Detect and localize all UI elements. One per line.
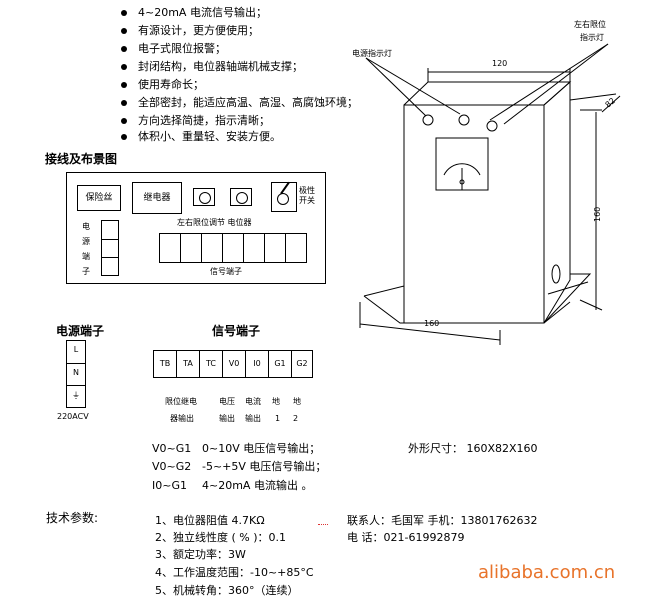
ground-icon: ⏚	[72, 391, 80, 400]
bullet	[121, 46, 127, 52]
power-terminal-label: 电 源 端 子	[82, 222, 90, 276]
bullet	[121, 100, 127, 106]
feature-item: 体积小、重量轻、安装方便。	[138, 130, 281, 143]
signal-pins: V0~G2	[152, 460, 192, 473]
dim-height: 160	[593, 207, 602, 222]
terminal-caption: 电流	[245, 397, 261, 406]
signal-pins: I0~G1	[152, 479, 187, 492]
relay-box: 继电器	[132, 182, 182, 214]
watermark: alibaba.com.cn	[478, 562, 616, 583]
selector-switch	[271, 181, 297, 212]
pot-label: 左右限位调节 电位器	[177, 218, 252, 227]
dim-depth: 82	[604, 96, 618, 109]
signal-terminal-block: TB TA TC V0 I0 G1 G2	[153, 350, 313, 378]
panel-power-terminal	[101, 220, 119, 276]
terminal-caption: 1	[275, 414, 281, 423]
selector-label: 极性 开关	[299, 186, 315, 205]
feature-item: 方向选择简捷，指示清晰；	[138, 114, 270, 127]
power-terminal-block: L N ⏚	[66, 340, 86, 408]
power-terminal-title: 电源端子	[56, 324, 105, 338]
limit-light-label-1: 左右限位	[574, 19, 606, 29]
terminal-cell: TA	[183, 359, 193, 368]
pot-right	[230, 188, 252, 206]
terminal-cell: L	[73, 345, 79, 354]
feature-item: 4~20mA 电流信号输出；	[138, 6, 267, 19]
terminal-cell: I0	[253, 359, 261, 368]
terminal-caption: 器输出	[170, 414, 194, 423]
size-label: 外形尺寸： 160X82X160	[408, 442, 538, 455]
fuse-box: 保险丝	[77, 185, 121, 211]
contact-phone: 电 话：021-61992879	[347, 531, 465, 544]
dim-base: 160	[424, 319, 439, 328]
feature-item: 封闭结构，电位器轴端机械支撑；	[138, 60, 303, 73]
device-drawing: 电源指示灯 左右限位 指示灯 120 82 160 160	[352, 19, 621, 345]
signal-pins: V0~G1	[152, 442, 192, 455]
signal-desc: 0~10V 电压信号输出；	[202, 442, 321, 455]
terminal-cell: G1	[274, 359, 286, 368]
terminal-caption: 限位继电	[165, 397, 197, 406]
feature-item: 电子式限位报警；	[138, 42, 226, 55]
terminal-caption: 地	[272, 397, 280, 406]
bullet	[121, 10, 127, 16]
spec-item: 2、独立线性度 ( % )：0.1	[155, 531, 287, 544]
terminal-caption: 2	[293, 414, 299, 423]
bullet	[121, 82, 127, 88]
contact-person: 联系人：毛国军 手机：13801762632	[347, 514, 538, 527]
spec-item: 5、机械转角：360°（连续）	[155, 584, 299, 597]
dim-width: 120	[492, 59, 507, 68]
spec-item: 4、工作温度范围：-10~+85°C	[155, 566, 314, 579]
terminal-caption: 地	[293, 397, 301, 406]
signal-terminal-title: 信号端子	[212, 324, 261, 338]
panel-signal-terminal	[159, 233, 307, 263]
spec-item: 3、额定功率：3W	[155, 548, 246, 561]
panel-layout: 保险丝 继电器 极性 开关 电 源 端 子 左右限位调节 电位器 信号端子	[66, 172, 326, 284]
feature-item: 使用寿命长；	[138, 78, 204, 91]
bullet	[121, 118, 127, 124]
specs-heading: 技术参数:	[46, 511, 99, 525]
terminal-cell: TB	[159, 359, 171, 368]
spec-item: 1、电位器阻值 4.7KΩ	[155, 514, 265, 527]
power-terminal-caption: 220ACV	[57, 412, 89, 421]
signal-desc: -5~+5V 电压信号输出；	[202, 460, 327, 473]
terminal-cell: G2	[296, 359, 308, 368]
terminal-cell: TC	[205, 359, 216, 368]
bullet	[121, 64, 127, 70]
limit-light-label-2: 指示灯	[580, 32, 604, 42]
terminal-cell: N	[73, 368, 79, 377]
wiring-heading: 接线及布景图	[45, 152, 118, 166]
terminal-caption: 输出	[219, 414, 235, 423]
terminal-cell: V0	[228, 359, 240, 368]
feature-item: 有源设计，更方便使用；	[138, 24, 259, 37]
terminal-caption: 电压	[219, 397, 235, 406]
bullet	[121, 134, 127, 140]
bullet	[121, 28, 127, 34]
signal-desc: 4~20mA 电流输出 。	[202, 479, 313, 492]
feature-item: 全部密封，能适应高温、高湿、高腐蚀环境；	[138, 96, 358, 109]
signal-terminal-label: 信号端子	[210, 267, 242, 276]
pot-left	[193, 188, 215, 206]
power-light-label: 电源指示灯	[352, 48, 392, 58]
terminal-caption: 输出	[245, 414, 261, 423]
